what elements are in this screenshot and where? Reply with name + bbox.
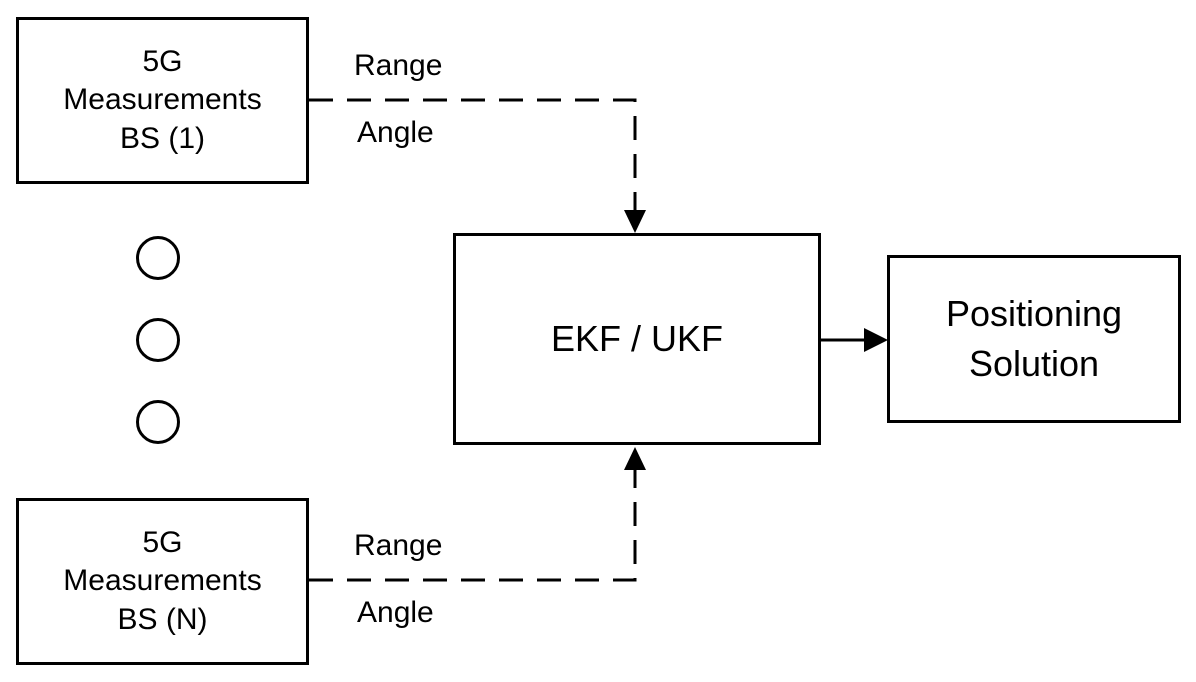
bsn-line-1: 5G (142, 526, 183, 560)
solution-line-1: Positioning (945, 292, 1123, 334)
ellipsis-dot (136, 236, 180, 280)
ellipsis-dot (136, 318, 180, 362)
filter-box: EKF / UKF (453, 233, 821, 445)
filter-label: EKF / UKF (550, 318, 724, 360)
bsn-line-3: BS (N) (117, 602, 208, 636)
bsn-measurements-box: 5G Measurements BS (N) (16, 498, 309, 665)
positioning-solution-box: Positioning Solution (887, 255, 1181, 423)
bs1-line-3: BS (1) (119, 121, 206, 155)
bs1-line-2: Measurements (63, 83, 262, 117)
top-edge-angle-label: Angle (357, 116, 434, 149)
bs1-to-filter-connector (309, 98, 637, 212)
top-edge-range-label: Range (354, 49, 443, 82)
bs1-line-1: 5G (142, 45, 183, 79)
bsn-to-filter-connector (309, 468, 637, 582)
filter-to-solution-arrowhead (864, 328, 888, 352)
bottom-edge-range-label: Range (354, 529, 443, 562)
ellipsis-dot (136, 400, 180, 444)
bsn-line-2: Measurements (63, 564, 262, 598)
bs1-measurements-box: 5G Measurements BS (1) (16, 17, 309, 184)
bsn-to-filter-arrowhead (624, 447, 646, 470)
solution-line-2: Solution (968, 343, 1100, 384)
bottom-edge-angle-label: Angle (357, 596, 434, 629)
bs1-to-filter-arrowhead (624, 210, 646, 233)
